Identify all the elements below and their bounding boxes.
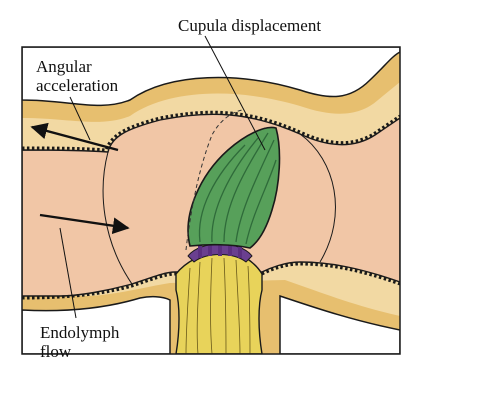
outer-wall-lower xyxy=(22,295,171,354)
cupula-rest-outline xyxy=(185,109,243,251)
angular-leader xyxy=(69,96,91,141)
cupula xyxy=(187,126,281,249)
membrane-lower xyxy=(22,262,400,300)
cupula-displacement-label: Cupula displacement xyxy=(178,16,322,35)
cupula-leader xyxy=(204,35,266,151)
membrane-upper xyxy=(22,110,400,152)
acceleration-arrow xyxy=(30,122,119,152)
outer-wall-lower-right xyxy=(279,294,400,354)
nerve-fibers xyxy=(185,257,251,354)
endolymph-flow-label: Endolymph flow xyxy=(40,323,120,361)
endolymph-arrow xyxy=(39,213,130,235)
cupula-striations xyxy=(198,132,277,245)
angular-acceleration-label: Angular acceleration xyxy=(36,57,119,95)
outer-wall-upper xyxy=(22,47,400,107)
ampulla-outline xyxy=(102,133,336,285)
endolymph-leader xyxy=(59,227,77,319)
hair-cells xyxy=(187,238,253,263)
